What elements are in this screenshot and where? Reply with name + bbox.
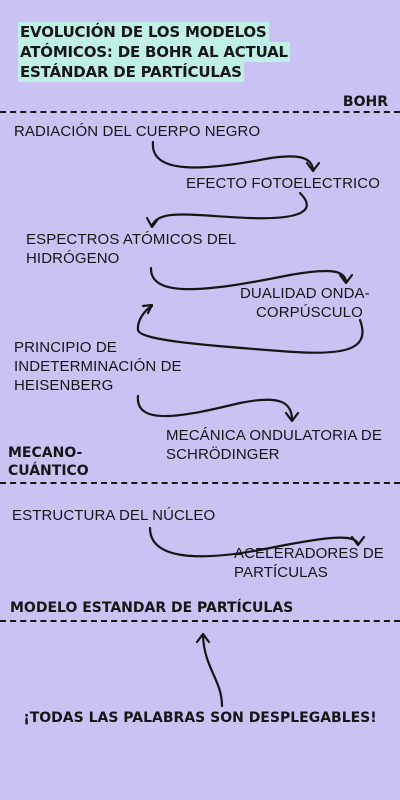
item-estructura-nucleo[interactable]: ESTRUCTURA DEL NÚCLEO bbox=[12, 507, 216, 524]
section-mecano-line-2: CUÁNTICO bbox=[8, 463, 89, 479]
arrow-dualidad-to-principio bbox=[136, 303, 364, 354]
item-efecto-fotoelectrico[interactable]: EFECTO FOTOELECTRICO bbox=[186, 175, 380, 192]
item-espectros-line-1: ESPECTROS ATÓMICOS DEL bbox=[26, 231, 237, 248]
item-principio-indeterminacion[interactable]: PRINCIPIO DE INDETERMINACIÓN DE HEISENBE… bbox=[14, 338, 182, 395]
item-dualidad-onda-corpusculo[interactable]: DUALIDAD ONDA- CORPÚSCULO bbox=[240, 284, 370, 322]
title-line-3: ESTÁNDAR DE PARTÍCULAS bbox=[18, 62, 244, 82]
item-aceleradores-line-2: PARTÍCULAS bbox=[234, 564, 328, 581]
arrow-principio-to-mecanica bbox=[136, 394, 300, 423]
arrow-footer-to-modelo-estandar bbox=[195, 632, 224, 708]
section-divider-bohr bbox=[0, 111, 400, 113]
item-principio-line-3: HEISENBERG bbox=[14, 377, 114, 394]
page-title: EVOLUCIÓN DE LOS MODELOS ATÓMICOS: DE BO… bbox=[18, 22, 290, 82]
title-line-2: ATÓMICOS: DE BOHR AL ACTUAL bbox=[18, 42, 290, 62]
footer-note: ¡TODAS LAS PALABRAS SON DESPLEGABLES! bbox=[23, 710, 377, 726]
item-dualidad-line-2: CORPÚSCULO bbox=[256, 304, 363, 321]
arrow-nucleo-to-aceleradores bbox=[148, 526, 366, 558]
section-divider-modelo-estandar bbox=[0, 620, 400, 622]
item-mecanica-line-1: MECÁNICA ONDULATORIA DE bbox=[166, 427, 382, 444]
item-aceleradores-line-1: ACELERADORES DE bbox=[234, 545, 384, 562]
item-espectros-line-2: HIDRÓGENO bbox=[26, 250, 120, 267]
item-aceleradores-particulas[interactable]: ACELERADORES DE PARTÍCULAS bbox=[234, 544, 384, 582]
arrow-espectros-to-dualidad bbox=[149, 266, 354, 291]
section-label-mecano-cuantico[interactable]: MECANO- CUÁNTICO bbox=[8, 444, 89, 480]
item-principio-line-2: INDETERMINACIÓN DE bbox=[14, 358, 182, 375]
arrow-radiacion-to-fotoelectrico bbox=[151, 140, 321, 173]
item-radiacion-cuerpo-negro[interactable]: RADIACIÓN DEL CUERPO NEGRO bbox=[14, 123, 261, 140]
item-mecanica-ondulatoria[interactable]: MECÁNICA ONDULATORIA DE SCHRÖDINGER bbox=[166, 426, 382, 464]
title-line-1: EVOLUCIÓN DE LOS MODELOS bbox=[18, 22, 269, 42]
item-dualidad-line-1: DUALIDAD ONDA- bbox=[240, 285, 370, 302]
section-label-bohr[interactable]: BOHR bbox=[342, 94, 388, 110]
item-espectros-atomicos[interactable]: ESPECTROS ATÓMICOS DEL HIDRÓGENO bbox=[26, 230, 236, 268]
item-mecanica-line-2: SCHRÖDINGER bbox=[166, 446, 280, 463]
arrow-fotoelectrico-to-espectros bbox=[145, 191, 308, 229]
section-divider-mecano-cuantico bbox=[0, 482, 400, 484]
item-principio-line-1: PRINCIPIO DE bbox=[14, 339, 117, 356]
section-mecano-line-1: MECANO- bbox=[8, 445, 83, 461]
section-label-modelo-estandar[interactable]: MODELO ESTANDAR DE PARTÍCULAS bbox=[10, 600, 294, 616]
